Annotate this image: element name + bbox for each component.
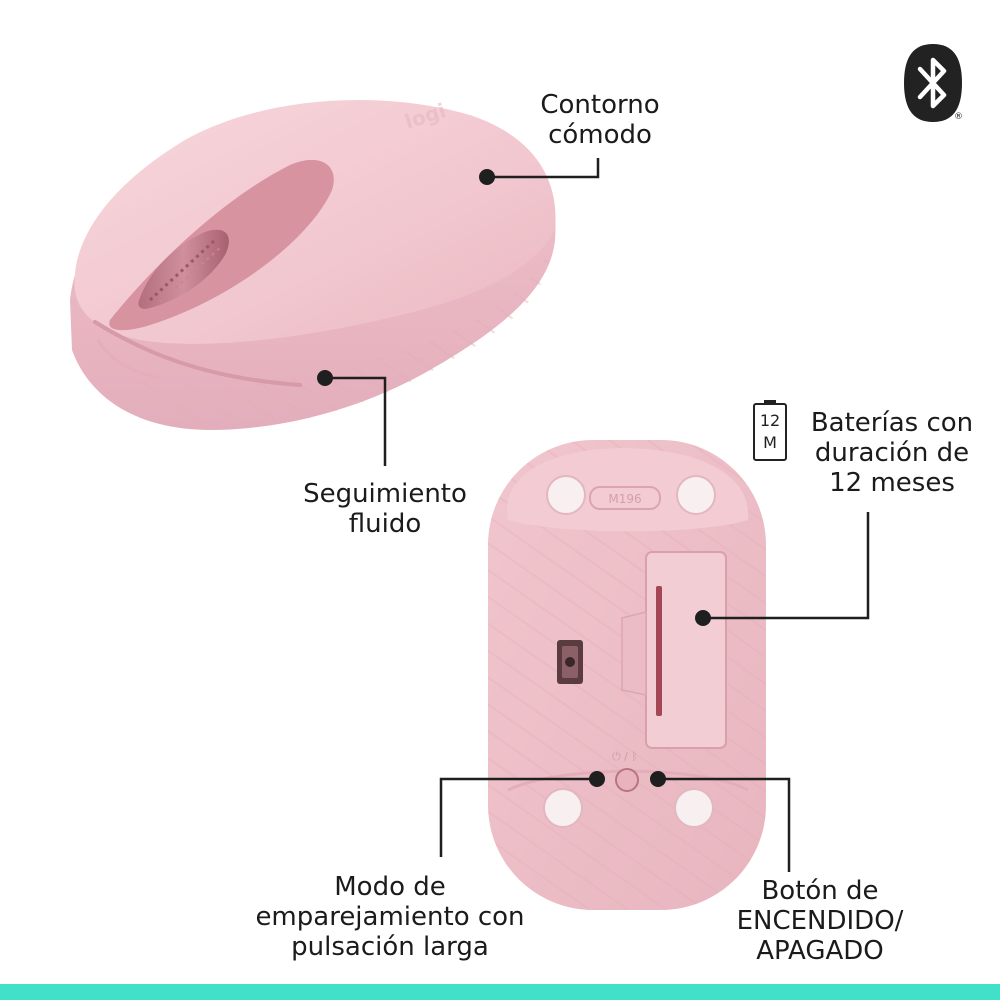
battery-line-2: duración de	[814, 438, 970, 468]
power-line-2: ENCENDIDO/	[736, 906, 904, 936]
power-line-3: APAGADO	[756, 936, 884, 966]
power-line-1: Botón de	[761, 876, 879, 906]
power-switch	[615, 768, 639, 792]
foot-bottom-left	[543, 788, 583, 828]
battery-months-unit: M	[763, 433, 777, 452]
tracking-line-2: fluido	[348, 509, 422, 539]
svg-text:⏻ / ᛒ: ⏻ / ᛒ	[612, 750, 638, 763]
pairing-line-3: pulsación larga	[291, 932, 489, 962]
foot-bottom-right	[674, 788, 714, 828]
feature-tracking-label: Seguimiento fluido	[255, 479, 515, 539]
scroll-wheel	[138, 229, 229, 309]
feature-pairing-label: Modo de emparejamiento con pulsación lar…	[230, 872, 550, 962]
tracking-line-1: Seguimiento	[303, 479, 467, 509]
accent-band	[0, 984, 1000, 1000]
contour-line-1: Contorno	[540, 90, 660, 120]
contour-line-2: cómodo	[548, 120, 652, 150]
battery-line-3: 12 meses	[829, 468, 955, 498]
registered-mark: ®	[954, 112, 963, 122]
mouse-top-view: logi	[70, 98, 556, 430]
feature-power-label: Botón de ENCENDIDO/ APAGADO	[730, 876, 910, 966]
callout-dots	[317, 169, 711, 787]
pairing-line-2: emparejamiento con	[255, 902, 525, 932]
battery-months-number: 12	[759, 411, 781, 430]
callout-lines	[325, 158, 870, 872]
mouse-bottom-view: M196 ⏻ / ᛒ	[488, 440, 766, 910]
model-label: M196	[608, 492, 641, 506]
bluetooth-icon	[904, 44, 962, 122]
feature-contour-label: Contorno cómodo	[510, 90, 690, 150]
feature-battery-label: Baterías con duración de 12 meses	[792, 408, 992, 498]
foot-top-left	[546, 475, 586, 515]
foot-top-right	[676, 475, 716, 515]
battery-icon: 12 M	[752, 400, 788, 462]
pairing-line-1: Modo de	[334, 872, 446, 902]
bluetooth-badge: ®	[902, 42, 964, 128]
battery-line-1: Baterías con	[810, 408, 974, 438]
